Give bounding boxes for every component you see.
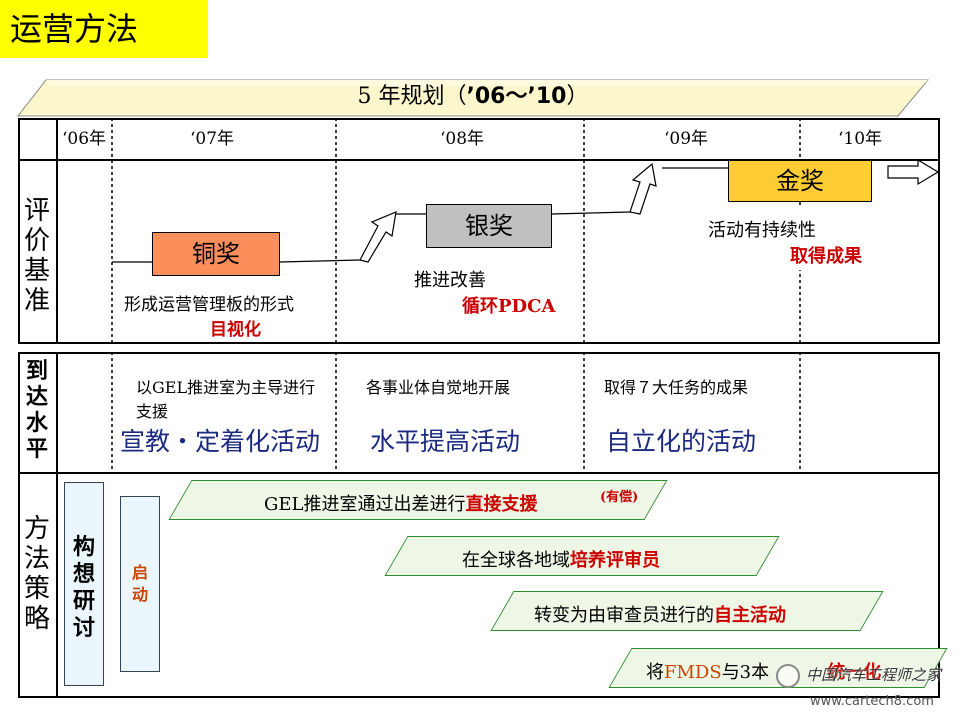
plan-label: 5 年规划（’06～’10） — [16, 80, 930, 114]
year-09: ‘09年 — [664, 129, 709, 149]
level-method-frame — [18, 352, 940, 698]
strategy-row-1-key: 直接支援 — [465, 494, 538, 515]
gold-description: 活动有持续性 — [708, 220, 816, 241]
gold-award: 金奖 — [728, 160, 872, 202]
plan-banner — [16, 79, 930, 117]
level-label: 到达水平 — [25, 358, 48, 462]
level-col2-desc: 各事业体自觉地开展 — [366, 378, 511, 397]
strategy-row-3-key: 自主活动 — [714, 605, 786, 626]
strategy-row-1-note: (有偿) — [600, 490, 639, 505]
strategy-row-4-fmds: FMDS — [664, 662, 722, 683]
plan-label-suffix: ） — [566, 84, 589, 109]
evaluation-frame — [18, 118, 940, 344]
silver-award: 银奖 — [426, 204, 552, 248]
strategy-row-4-a: 将 — [646, 662, 664, 683]
strategy-row-4-b: 与3本 — [721, 662, 770, 683]
plan-label-prefix: 5 年规划（ — [357, 84, 467, 109]
label-column-divider — [56, 118, 58, 344]
watermark-site-name: 中国汽车工程师之家 — [806, 666, 942, 684]
plan-label-years: ’06～’10 — [466, 84, 567, 109]
silver-key: 循环PDCA — [462, 296, 556, 317]
level-col3-desc: 取得７大任务的成果 — [604, 378, 749, 397]
year-header-divider — [18, 159, 940, 161]
bronze-description: 形成运营管理板的形式 — [124, 295, 294, 315]
strategy-row-2-prefix: 在全球各地域 — [462, 550, 570, 571]
year-06: ‘06年 — [62, 129, 107, 149]
year-08: ‘08年 — [440, 129, 485, 149]
level-col1-title: 宣教・定着化活动 — [120, 427, 321, 456]
bronze-award: 铜奖 — [152, 232, 280, 276]
progress-step-line — [112, 160, 940, 263]
strategy-row-2-key: 培养评审员 — [570, 550, 660, 571]
start-box — [120, 496, 160, 672]
watermark-url: www.cartech8.com — [810, 694, 934, 709]
strategy-row-3-prefix: 转变为由审查员进行的 — [534, 605, 714, 626]
strategy-row-1-text: GEL推进室通过出差进行直接支援 — [264, 490, 537, 516]
start-label: 启动 — [131, 563, 148, 604]
level-col1-desc-line2: 支援 — [136, 402, 169, 421]
strategy-row-4-key: 统一化 — [827, 662, 882, 683]
strategy-row-3-text: 转变为由审查员进行的自主活动 — [534, 601, 786, 627]
concept-label: 构想研讨 — [72, 534, 95, 641]
year-10: ‘10年 — [838, 129, 883, 149]
gold-key: 取得成果 — [790, 246, 862, 267]
silver-description: 推进改善 — [414, 270, 486, 291]
strategy-row-1-prefix: GEL推进室通过出差进行 — [264, 494, 466, 515]
concept-box — [64, 482, 104, 686]
level-col1-desc-line1: 以GEL推进室为主导进行 — [136, 378, 316, 397]
evaluation-label: 评价基准 — [23, 196, 50, 316]
lower-year-dividers — [111, 352, 801, 472]
bronze-key: 目视化 — [210, 320, 261, 340]
level-col3-title: 自立化的活动 — [606, 427, 757, 456]
year-07: ‘07年 — [190, 129, 235, 149]
level-col2-title: 水平提高活动 — [370, 427, 521, 456]
strategy-row-2-text: 在全球各地域培养评审员 — [462, 546, 660, 572]
year-dividers — [111, 118, 801, 344]
watermark-logo-icon — [776, 664, 800, 688]
lower-label-column-divider — [56, 352, 58, 698]
method-label: 方法策略 — [23, 514, 50, 634]
level-method-divider — [18, 472, 940, 474]
page-title: 运营方法 — [0, 0, 208, 58]
strategy-row-4-text: 将FMDS与3本 统一化 — [646, 658, 881, 684]
gold-description-panel — [664, 208, 926, 270]
